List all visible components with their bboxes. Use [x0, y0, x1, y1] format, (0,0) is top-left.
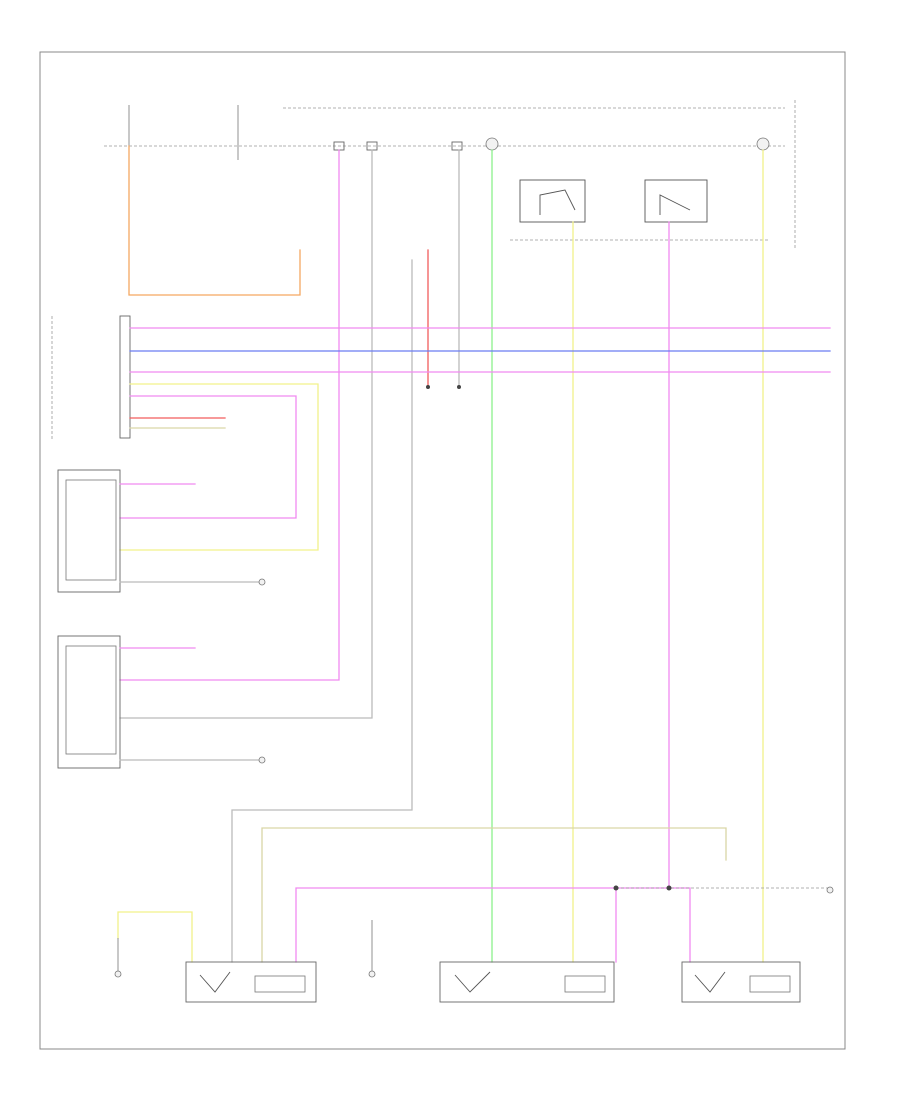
module-connector-block [119, 315, 131, 439]
connector-circle-1 [485, 137, 499, 151]
door-lock-actuators [185, 961, 801, 1003]
vertical-wires [119, 145, 764, 963]
driver-door-lock-switch [57, 469, 266, 593]
front-left-actuator-body [185, 961, 317, 1003]
wire-yellow-bus-lock [119, 383, 319, 551]
wire-pink-fuse1 [119, 149, 340, 681]
wire-pink-harness [295, 887, 691, 963]
passenger-switch-inner [65, 645, 117, 755]
driver-switch-inner [65, 479, 117, 581]
harness-splice-2 [666, 885, 672, 891]
module-bus-wires [51, 315, 831, 551]
wire-pink-bus-unlock [119, 395, 297, 519]
ground-point-left [114, 970, 122, 978]
wire-yellow-left-ground [117, 911, 193, 963]
wire-gray-fuse2 [119, 149, 373, 719]
left-rear-actuator-body [439, 961, 615, 1003]
unlock-relay-box [644, 179, 708, 223]
passenger-door-lock-switch [57, 635, 266, 769]
actuator-harness [114, 827, 830, 978]
front-left-motor [254, 975, 306, 993]
connector-circle-2 [756, 137, 770, 151]
unlock-relay-switch [659, 194, 691, 215]
right-rear-actuator-switch [694, 971, 726, 993]
ground-splice [426, 385, 461, 389]
left-rear-motor [564, 975, 606, 993]
passenger-ground-point [258, 756, 266, 764]
wire-tan-harness [261, 827, 727, 963]
ground-point-center [368, 970, 376, 978]
ground-point-right [826, 886, 834, 894]
diagram-frame [39, 51, 846, 1050]
passenger-switch-body [57, 635, 121, 769]
splice-dot-right [457, 385, 461, 389]
front-left-actuator-switch [199, 971, 231, 993]
wire-gray-center [231, 259, 413, 963]
left-rear-actuator-switch [454, 971, 491, 993]
right-rear-motor [749, 975, 791, 993]
lock-relay-box [519, 179, 586, 223]
wire-orange-feed [128, 145, 301, 296]
splice-dot-left [426, 385, 430, 389]
lock-relay-switch [539, 189, 576, 215]
harness-splice-1 [613, 885, 619, 891]
power-feed-section [104, 100, 796, 250]
fuse-tab-3 [451, 141, 463, 151]
driver-switch-body [57, 469, 121, 593]
right-rear-actuator-body [681, 961, 801, 1003]
driver-ground-point [258, 578, 266, 586]
